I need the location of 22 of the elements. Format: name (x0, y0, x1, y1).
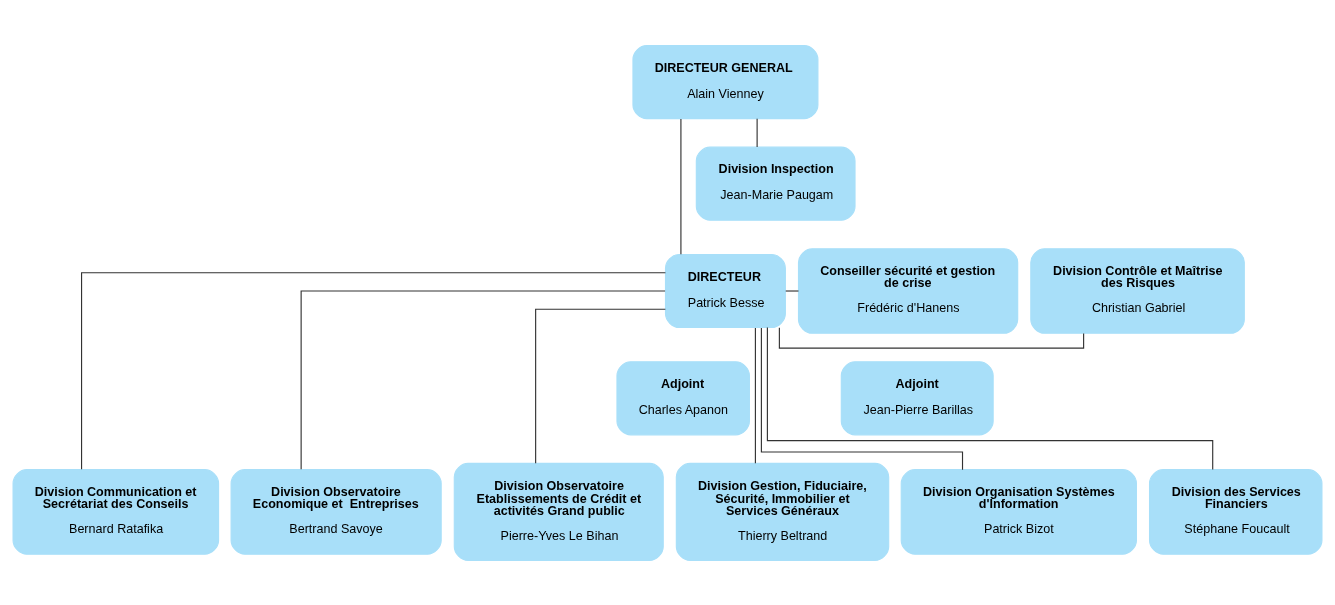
node-box: Division Communication et Secrétariat des Conseils Bernard Ratafika (12, 468, 220, 555)
connector (535, 308, 666, 464)
connector (785, 289, 800, 292)
node-box: Division Gestion, Fiduciaire, Sécurité, Immobilier et Services Généraux Thierry Beltrand (675, 462, 890, 561)
connector (300, 289, 666, 470)
node-box: Adjoint Charles Apanon (616, 360, 750, 435)
connector (754, 326, 756, 464)
node-box: DIRECTEUR Patrick Besse (664, 253, 786, 328)
node-box: Division Organisation Systèmes d'Information Patrick Bizot (900, 468, 1137, 555)
node-box: Division des Services Financiers Stéphane Foucault (1149, 468, 1323, 555)
node-box: Division Observatoire Etablissements de Crédit et activités Grand public Pierre-Yves Le Bihan (453, 462, 664, 561)
node-box: Division Inspection Jean-Marie Paugam (695, 146, 856, 221)
node-box: Adjoint Jean-Pierre Barillas (840, 360, 994, 435)
connector (760, 326, 964, 470)
connector (756, 117, 758, 148)
connector (766, 326, 1214, 470)
connector (680, 117, 682, 255)
connector (81, 271, 667, 470)
node-box: DIRECTEUR GENERAL Alain Vienney (632, 44, 819, 119)
node-box: Division Observatoire Economique et Entreprises Bertrand Savoye (230, 468, 442, 555)
node-box: Division Contrôle et Maîtrise des Risques Christian Gabriel (1030, 247, 1245, 334)
node-box: Conseiller sécurité et gestion de crise Frédéric d'Hanens (797, 247, 1019, 334)
